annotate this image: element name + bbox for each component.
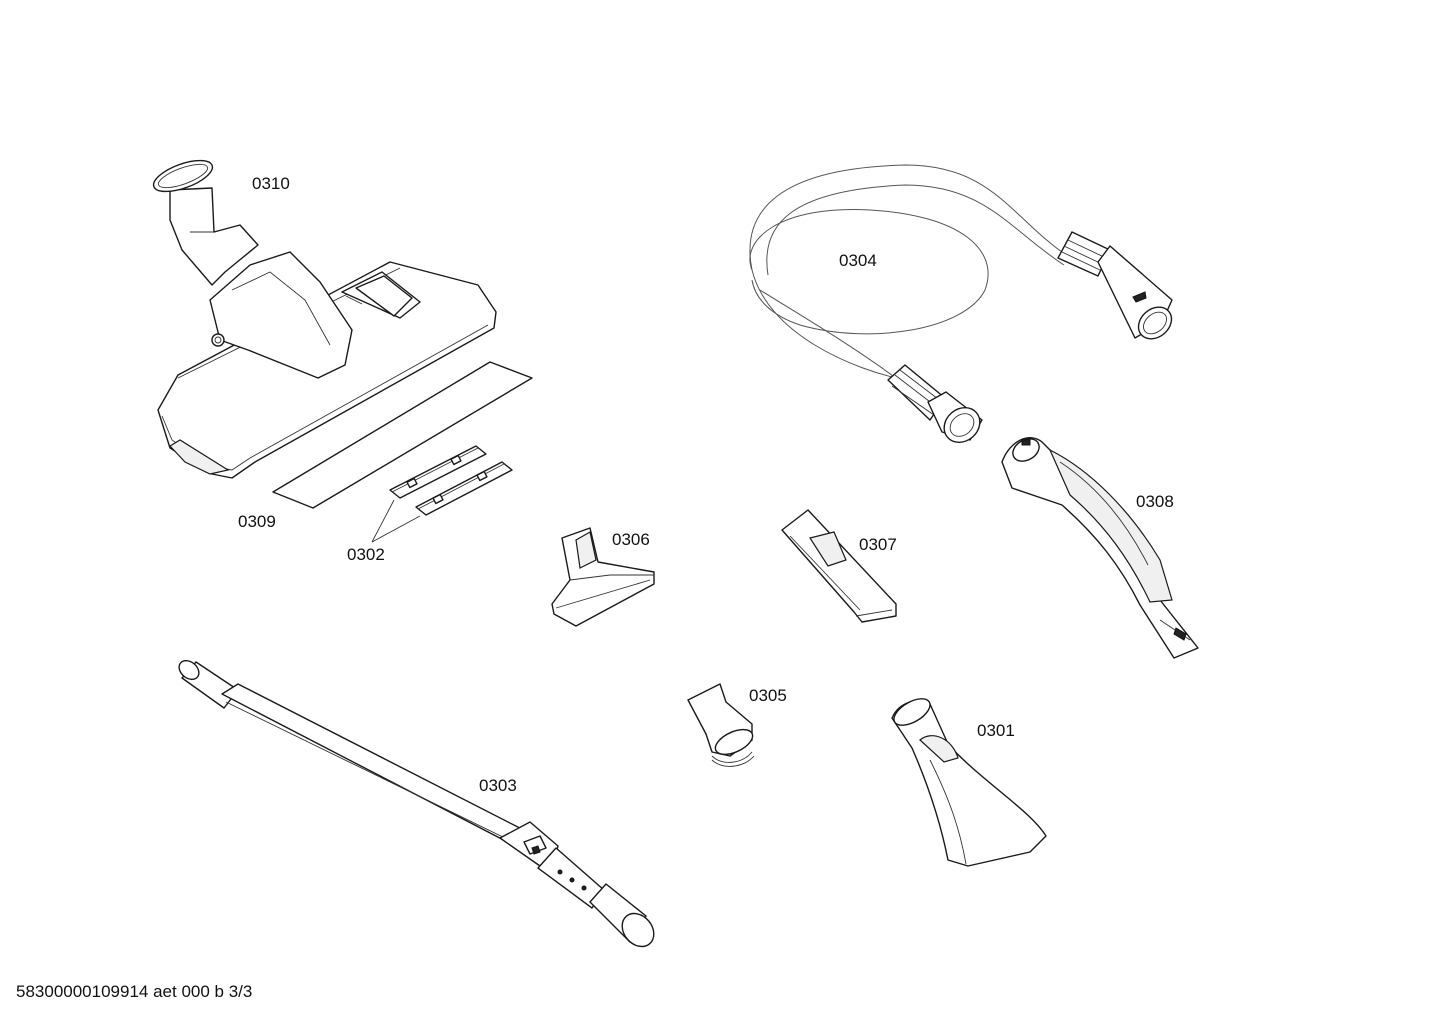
- part-number-0302: 0302: [347, 545, 385, 564]
- hose-drawing: [749, 164, 1173, 444]
- telescopic-tube-drawing: [178, 659, 655, 948]
- part-number-0304: 0304: [839, 251, 877, 270]
- part-number-0305: 0305: [749, 686, 787, 705]
- part-number-0303: 0303: [479, 776, 517, 795]
- floor-nozzle-drawing: [152, 159, 497, 479]
- crevice-nozzle-drawing: [781, 509, 897, 623]
- document-footer-code: 58300000109914 aet 000 b 3/3: [16, 982, 253, 1001]
- part-number-0310: 0310: [252, 174, 290, 193]
- part-number-0307: 0307: [859, 535, 897, 554]
- clips-drawing: [371, 445, 513, 543]
- strip-drawing: [272, 361, 533, 509]
- upholstery-nozzle-drawing: [551, 527, 655, 627]
- part-number-0306: 0306: [612, 530, 650, 549]
- wide-nozzle-drawing: [891, 698, 1047, 867]
- part-number-0301: 0301: [977, 721, 1015, 740]
- handle-drawing: [1001, 437, 1199, 659]
- small-nozzle-drawing: [687, 683, 755, 767]
- part-number-0308: 0308: [1136, 492, 1174, 511]
- part-number-0309: 0309: [238, 512, 276, 531]
